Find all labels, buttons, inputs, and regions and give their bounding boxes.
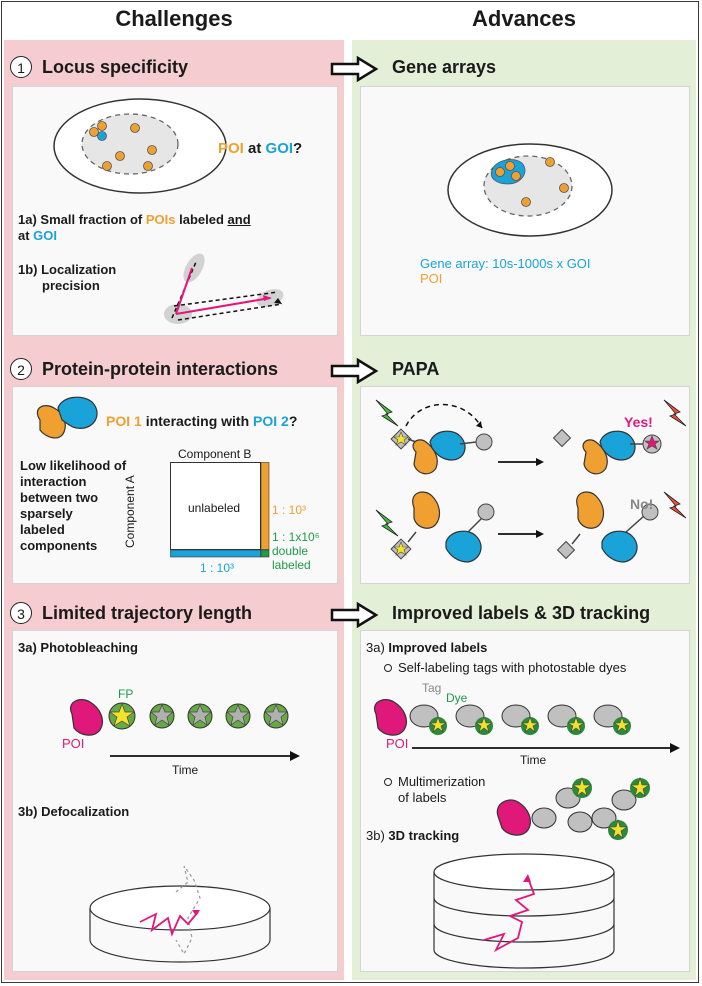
item-1a-text: 1a) Small fraction of POIs labeled and a… [18,212,251,243]
tag-label: Tag [422,681,442,695]
section-number-3: 3 [10,602,32,624]
advance-title-gene-arrays: Gene arrays [392,57,497,77]
section-title-ppi: Protein-protein interactions [42,359,279,379]
photobleaching-diagram [70,699,300,761]
challenges-header: Challenges [115,6,233,31]
photobleaching-label: 3a) Photobleaching [18,640,138,655]
advance-title-improved-labels: Improved labels & 3D tracking [392,603,651,623]
advance-title-papa: PAPA [392,359,440,379]
gene-array-nucleus-diagram [447,143,613,237]
section-title-locus: Locus specificity [42,57,189,77]
advances-header: Advances [472,6,576,31]
bolt-green-icon [375,399,399,427]
gene-array-legend: Gene array: 10s-1000s x GOI [420,256,591,271]
papa-diagram [375,399,687,563]
papa-no-label: No! [630,496,654,512]
labeling-matrix [170,462,270,558]
dye-label: Dye [446,691,468,705]
fp-label: FP [118,687,134,701]
poi-label-left: POI [62,736,85,751]
time-label-left: Time [172,763,199,777]
defocalization-label: 3b) Defocalization [18,804,130,819]
arrow-right-icon [330,601,379,629]
poi-legend: POI [420,271,443,286]
bolt-red-icon [663,399,687,427]
ratio-component-a: 1 : 10³ [200,561,235,575]
component-a-label: Component A [123,475,137,548]
localization-precision-diagram [164,253,284,324]
poi-interaction-question: POI 1 interacting with POI 2? [106,413,298,429]
poi-label-right: POI [386,736,409,751]
section-title-trajectory: Limited trajectory length [42,603,253,623]
component-b-label: Component B [178,447,252,461]
time-label-right: Time [520,753,547,767]
poi-at-goi-question: POI at GOI? [218,140,303,157]
section-number-1: 1 [10,56,32,78]
protein-pair-icon [36,396,98,439]
papa-yes-label: Yes! [624,414,653,430]
arrow-right-icon [330,357,379,385]
section-number-2: 2 [10,358,32,380]
3d-tracking-label: 3b) 3D tracking [366,828,460,843]
improved-labels-label: 3a) Improved labels [366,640,488,655]
bullet-multimerization: Multimerization of labels [384,774,485,806]
arrow-right-icon [330,55,379,83]
improved-labels-diagram [374,699,680,753]
bullet-self-labeling: Self-labeling tags with photostable dyes [384,660,626,676]
low-likelihood-text: Low likelihood of interaction between tw… [20,458,127,553]
ratio-component-b: 1 : 10³ [272,503,307,517]
3d-tracking-diagram [433,853,615,969]
fp-bright [108,702,136,730]
nucleus-diagram [53,98,227,194]
defocalization-diagram [89,865,271,963]
unlabeled-label: unlabeled [188,501,241,515]
multimerization-diagram [496,776,650,840]
